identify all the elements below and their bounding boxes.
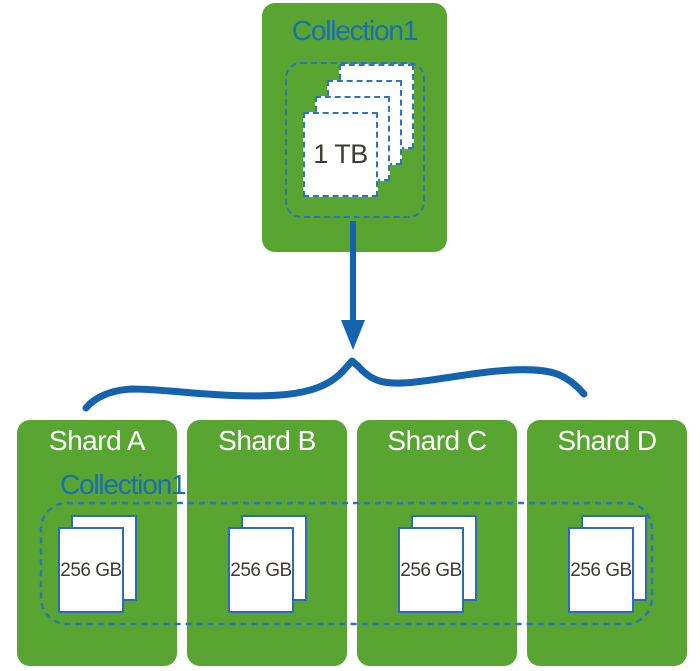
document-page-icon: 256 GB bbox=[568, 527, 634, 613]
distribution-brace-icon bbox=[82, 357, 588, 412]
collection-label: Collection1 bbox=[291, 15, 419, 46]
document-page-icon: 256 GB bbox=[398, 527, 464, 613]
collection-boundary: 1 TB bbox=[285, 62, 425, 218]
shard-box-b: Shard B 256 GB bbox=[187, 420, 347, 666]
shard-size-label: 256 GB bbox=[60, 559, 122, 581]
flow-arrow-head-icon bbox=[341, 320, 365, 350]
collection-size-label: 1 TB bbox=[313, 139, 368, 169]
shard-size-label: 256 GB bbox=[570, 559, 632, 581]
document-page-icon: 1 TB bbox=[303, 112, 378, 197]
collection-box: Collection1 1 TB bbox=[262, 3, 447, 252]
document-page-icon: 256 GB bbox=[228, 527, 294, 613]
shard-box-c: Shard C 256 GB bbox=[357, 420, 517, 666]
shard-box-d: Shard D 256 GB bbox=[527, 420, 687, 666]
shard-label: Shard A bbox=[48, 425, 146, 456]
shard-collection-label: Collection1 bbox=[60, 469, 187, 500]
document-page-icon: 256 GB bbox=[58, 527, 124, 613]
shard-size-label: 256 GB bbox=[230, 559, 292, 581]
shard-size-label: 256 GB bbox=[400, 559, 462, 581]
shard-label: Shard B bbox=[218, 425, 316, 456]
shard-label: Shard C bbox=[387, 425, 487, 456]
shard-label: Shard D bbox=[557, 425, 657, 456]
shard-box-a: Shard A 256 GB bbox=[17, 420, 177, 666]
